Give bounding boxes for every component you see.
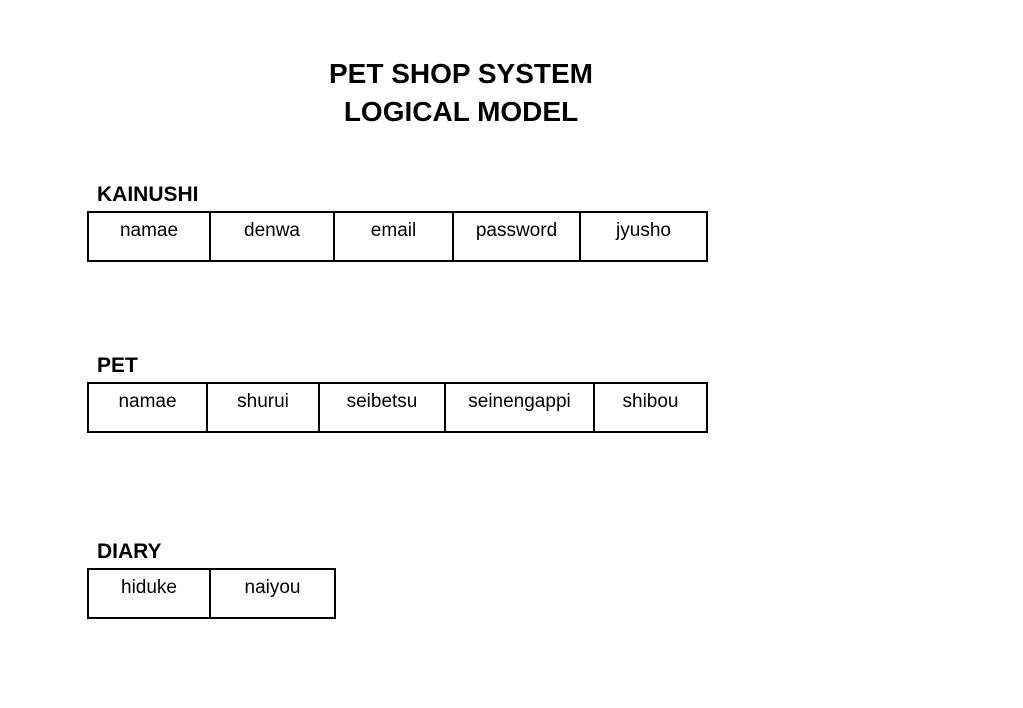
attribute-cell: denwa <box>209 211 335 262</box>
entity-table-diary: hiduke naiyou <box>87 568 336 619</box>
attribute-row: namae shurui seibetsu seinengappi shibou <box>87 382 708 433</box>
attribute-cell: email <box>333 211 454 262</box>
attribute-cell: namae <box>87 382 208 433</box>
attribute-row: namae denwa email password jyusho <box>87 211 708 262</box>
title-line-2: LOGICAL MODEL <box>343 96 579 127</box>
attribute-cell: shibou <box>593 382 708 433</box>
attribute-cell: hiduke <box>87 568 211 619</box>
entity-name-diary: DIARY <box>97 540 162 563</box>
entity-table-pet: namae shurui seibetsu seinengappi shibou <box>87 382 708 433</box>
attribute-row: hiduke naiyou <box>87 568 336 619</box>
attribute-cell: naiyou <box>209 568 336 619</box>
attribute-cell: namae <box>87 211 211 262</box>
entity-name-pet: PET <box>97 354 138 377</box>
attribute-cell: seibetsu <box>318 382 446 433</box>
attribute-cell: seinengappi <box>444 382 595 433</box>
attribute-cell: shurui <box>206 382 320 433</box>
entity-table-kainushi: namae denwa email password jyusho <box>87 211 708 262</box>
attribute-cell: jyusho <box>579 211 708 262</box>
entity-name-kainushi: KAINUSHI <box>97 183 199 206</box>
attribute-cell: password <box>452 211 581 262</box>
title-line-1: PET SHOP SYSTEM <box>329 58 593 89</box>
diagram-title: PET SHOP SYSTEM LOGICAL MODEL <box>0 55 922 131</box>
